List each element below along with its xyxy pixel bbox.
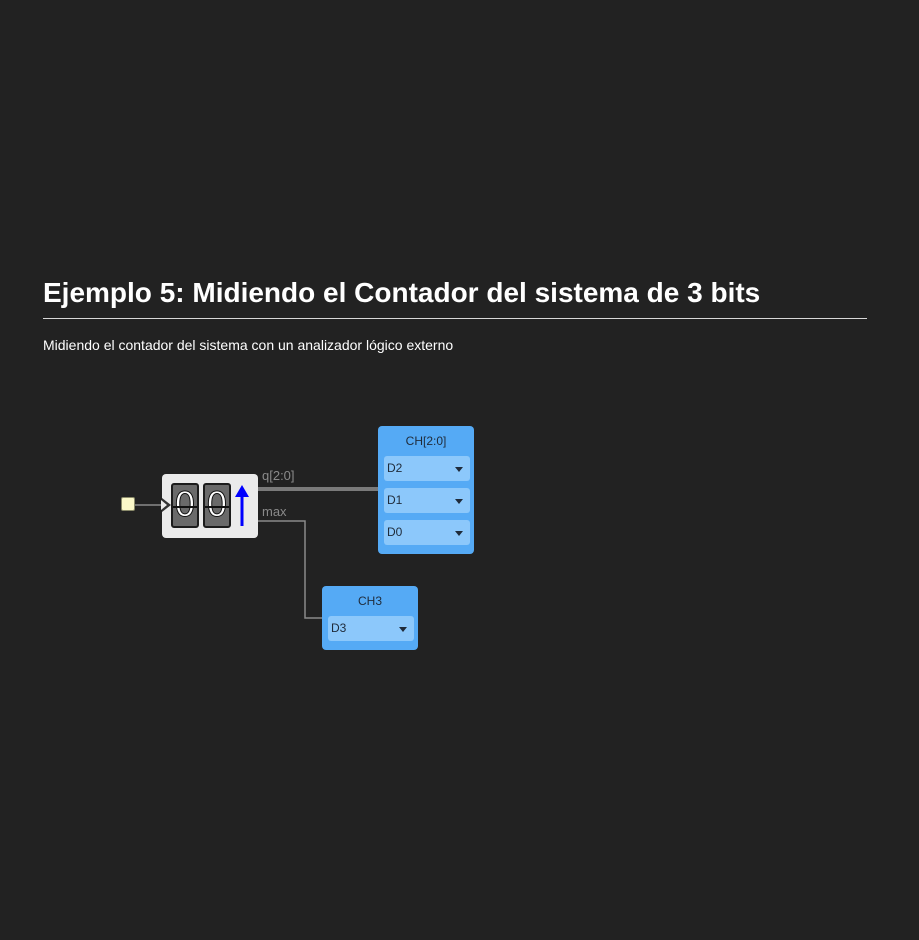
counter-component[interactable]: 0 0 [161,474,258,538]
caret-down-icon [455,499,463,504]
logic-analyzer-channel-ch3[interactable]: CH3 D3 [322,586,418,650]
caret-down-icon [455,467,463,472]
title-divider [43,318,867,319]
page-subtitle: Midiendo el contador del sistema con un … [43,337,454,353]
pin-select-label: D2 [387,461,403,475]
pin-select-d3[interactable]: D3 [328,616,414,641]
channel-title: CH3 [357,594,382,608]
page-title: Ejemplo 5: Midiendo el Contador del sist… [43,277,761,308]
counter-digit-tens: 0 [171,483,199,528]
counter-digit-units: 0 [203,483,231,528]
pin-select-d0[interactable]: D0 [384,520,470,545]
up-arrow-icon [235,485,249,526]
caret-down-icon [455,531,463,536]
counter-output-q-label: q[2:0] [262,468,295,483]
pin-select-label: D1 [387,493,403,507]
max-wire [258,520,322,619]
caret-down-icon [399,627,407,632]
clock-input-button[interactable] [121,497,135,511]
counter-digit-tens-value: 0 [174,485,197,526]
pin-select-label: D3 [331,621,347,635]
counter-digit-units-value: 0 [206,485,229,526]
logic-analyzer-channel-ch2-0[interactable]: CH[2:0] D2 D1 D0 [378,426,474,554]
channel-title: CH[2:0] [405,434,447,448]
pin-select-d2[interactable]: D2 [384,456,470,481]
counter-output-max-label: max [262,504,287,519]
pin-select-d1[interactable]: D1 [384,488,470,513]
pin-select-label: D0 [387,525,403,539]
